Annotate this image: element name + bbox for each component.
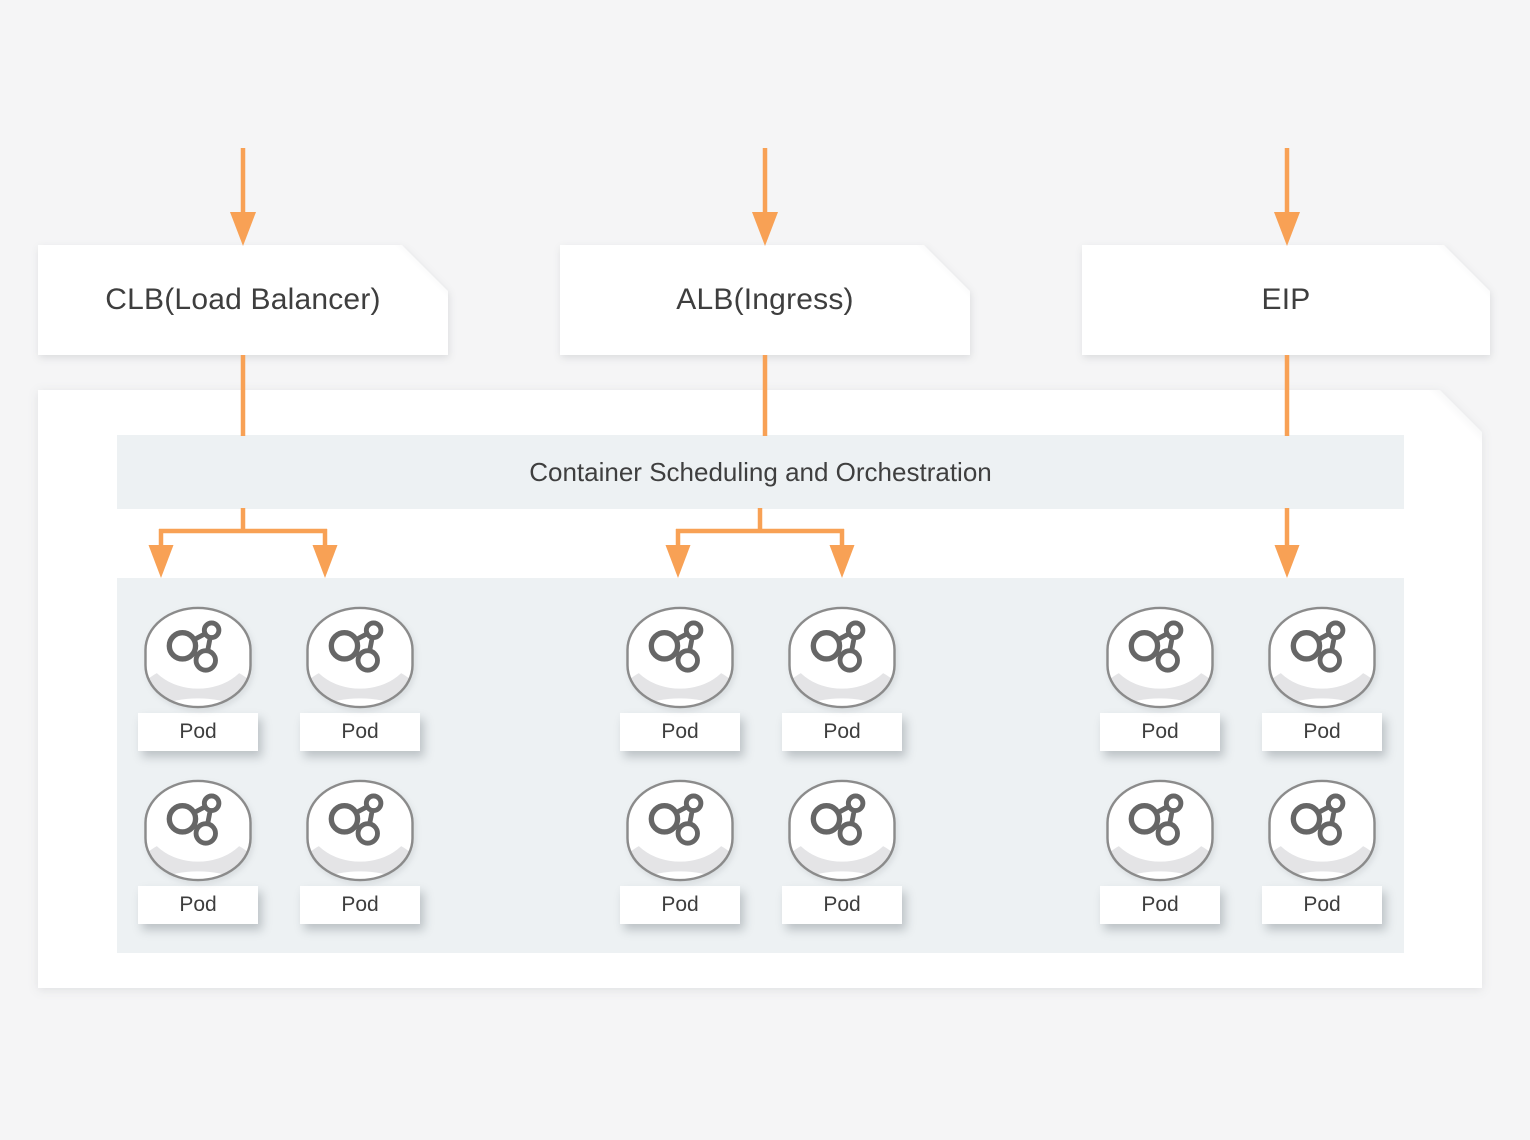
pod: Pod [138,605,258,751]
pod-group-eip: Pod Pod Pod Pod [1100,605,1382,924]
pod-cylinder-icon [625,605,735,710]
pod: Pod [1262,605,1382,751]
pod-cylinder-icon [787,605,897,710]
pod-label: Pod [782,713,902,751]
pod-group-clb: Pod Pod Pod Pod [138,605,420,924]
pod-cylinder-icon [1105,605,1215,710]
pod: Pod [1262,778,1382,924]
pod-label: Pod [1100,713,1220,751]
pod-group-alb: Pod Pod Pod Pod [620,605,902,924]
pod: Pod [1100,778,1220,924]
scheduler-banner: Container Scheduling and Orchestration [117,435,1404,509]
entry-node-clb-label: CLB(Load Balancer) [105,283,381,316]
pod: Pod [782,778,902,924]
pod-cylinder-icon [305,778,415,883]
pod: Pod [138,778,258,924]
pod-label: Pod [138,886,258,924]
pod-label: Pod [620,886,740,924]
pod: Pod [782,605,902,751]
pod-cylinder-icon [1267,778,1377,883]
pod-cylinder-icon [625,778,735,883]
pod-cylinder-icon [143,778,253,883]
pod-cylinder-icon [1105,778,1215,883]
pod-label: Pod [782,886,902,924]
pod: Pod [300,778,420,924]
pod-label: Pod [300,886,420,924]
pod-cylinder-icon [787,778,897,883]
pod-label: Pod [138,713,258,751]
pod-cylinder-icon [1267,605,1377,710]
pod-cylinder-icon [305,605,415,710]
pod-label: Pod [1262,886,1382,924]
pod-label: Pod [620,713,740,751]
entry-node-eip: EIP [1082,245,1490,355]
pod-label: Pod [1262,713,1382,751]
pod: Pod [300,605,420,751]
pod: Pod [620,605,740,751]
entry-node-alb-label: ALB(Ingress) [676,283,854,316]
pod-label: Pod [1100,886,1220,924]
entry-node-clb: CLB(Load Balancer) [38,245,448,355]
entry-node-eip-label: EIP [1261,283,1311,316]
pod: Pod [1100,605,1220,751]
pod: Pod [620,778,740,924]
folded-corner [1422,390,1482,450]
pod-cylinder-icon [143,605,253,710]
pod-label: Pod [300,713,420,751]
entry-node-alb: ALB(Ingress) [560,245,970,355]
